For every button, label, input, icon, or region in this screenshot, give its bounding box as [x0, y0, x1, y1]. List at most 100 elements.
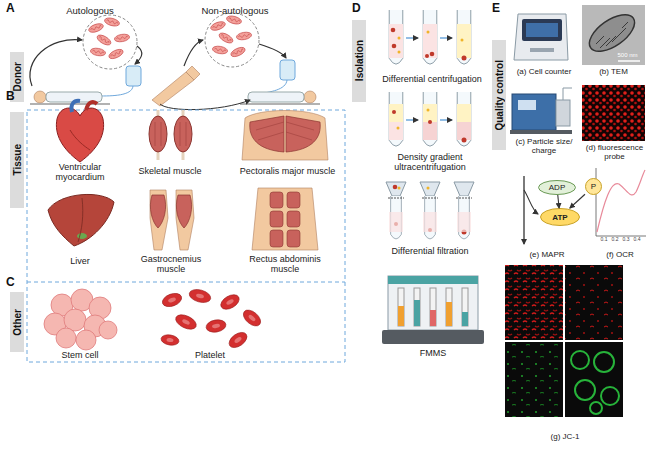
heart-drawing: [70, 130, 90, 150]
cell-counter-device: [514, 14, 568, 60]
platelet-drawing: [234, 336, 243, 344]
donor-illustration: [218, 31, 235, 45]
fluorescence-image: [582, 85, 645, 141]
jc1-image: [505, 265, 563, 340]
heart-drawing: [56, 101, 103, 162]
gastrocnemius-drawing: [176, 190, 194, 250]
stem-cell-drawing: [56, 328, 76, 348]
caption-label: Differential centrifugation: [368, 74, 496, 84]
panel-letter: C: [6, 276, 22, 290]
fmms-device: [446, 302, 452, 326]
donor-illustration: [160, 100, 250, 110]
jc1-image: [565, 265, 623, 340]
reaction-arrow: [558, 195, 559, 208]
gradient-tubes: [397, 127, 400, 130]
jc1-image: [575, 380, 595, 400]
gradient-tubes: [457, 104, 471, 122]
fmms-device: [430, 288, 436, 326]
platelet-drawing: [160, 334, 179, 347]
fmms-device: [388, 276, 478, 330]
stem-cell-drawing: [76, 330, 96, 350]
rectus-abdominis-drawing: [252, 188, 318, 250]
donor-illustration: [212, 45, 228, 55]
section-bar: Quality control: [492, 40, 506, 150]
donor-illustration: [98, 86, 133, 96]
fmms-device: [388, 276, 478, 284]
jc1-image: [505, 265, 563, 340]
fmms-device: [446, 288, 452, 326]
gradient-tubes: [389, 104, 403, 122]
heart-drawing: [56, 108, 103, 162]
section-bar: Tissue: [10, 112, 24, 208]
centrifugation-tubes: [391, 28, 396, 33]
caption-label: Platelet: [175, 350, 245, 360]
dashed-frame: [27, 282, 345, 283]
cell-counter-device: [522, 19, 562, 41]
caption-label: (g) JC-1: [534, 432, 596, 441]
axis-tick: 0.2: [608, 237, 622, 243]
gradient-tubes: [423, 92, 437, 146]
panel-letter: E: [492, 2, 508, 16]
platelet-drawing: [226, 329, 249, 350]
donor-illustration: [90, 47, 106, 57]
donor-illustration: [104, 17, 121, 28]
caption-label: (c) Particle size/ charge: [505, 137, 583, 155]
panel-letter: D: [352, 2, 368, 16]
filtration-tubes: [393, 185, 398, 190]
fmms-device: [398, 306, 404, 326]
tem-image: [596, 22, 628, 48]
pectoralis-drawing: [256, 122, 314, 140]
rectus-abdominis-drawing: [270, 211, 283, 227]
tem-image: [618, 60, 640, 62]
platelet-drawing: [166, 337, 174, 342]
caption-label: (f) OCR: [592, 250, 648, 259]
mapr-arrow: [523, 176, 524, 244]
stem-cell-drawing: [99, 321, 117, 339]
mapr-arrow: [524, 190, 538, 214]
skeletal-muscle-drawing: [155, 122, 186, 146]
centrifugation-tubes: [398, 51, 401, 54]
fmms-device: [430, 310, 436, 326]
donor-illustration: [186, 66, 200, 80]
tem-image: [582, 5, 645, 65]
gastrocnemius-drawing: [150, 195, 165, 228]
donor-illustration: [240, 103, 320, 105]
rectus-abdominis-drawing: [287, 230, 300, 247]
caption-label: Stem cell: [45, 350, 115, 360]
caption-label: Rectus abdominis muscle: [245, 254, 325, 275]
gastrocnemius-drawing: [176, 195, 191, 228]
centrifugation-tubes: [423, 10, 437, 64]
atp-oval: ATP: [540, 208, 580, 226]
stem-cell-drawing: [44, 289, 117, 350]
gradient-tubes: [389, 122, 403, 140]
platelet-drawing: [218, 292, 241, 312]
gradient-tubes: [423, 104, 437, 122]
liver-drawing: [77, 233, 87, 239]
centrifugation-tubes: [392, 44, 397, 49]
fmms-device: [462, 312, 468, 326]
caption-label: (a) Cell counter: [505, 67, 583, 76]
pectoralis-drawing: [242, 111, 328, 161]
donor-illustration: [210, 20, 227, 32]
fmms-device: [382, 276, 484, 344]
donor-illustration: [30, 40, 82, 86]
centrifugation-tubes: [389, 24, 403, 58]
filtration-tubes: [420, 182, 440, 196]
caption-label: Differential filtration: [375, 246, 485, 256]
filtration-tubes: [454, 182, 474, 196]
fmms-device: [398, 288, 404, 326]
fluorescence-image: [582, 85, 645, 141]
rectus-abdominis-drawing: [287, 211, 300, 227]
filtration-tubes: [457, 212, 471, 232]
caption-label: (e) MAPR: [512, 250, 582, 259]
node-text: Quality control: [494, 60, 505, 131]
platelet-drawing: [205, 318, 227, 333]
donor-illustration: [152, 72, 194, 106]
gastrocnemius-drawing: [150, 190, 194, 250]
donor-illustration: [280, 60, 295, 80]
jc1-image: [505, 342, 563, 417]
centrifugation-tubes: [389, 10, 471, 64]
particle-analyzer-device: [512, 94, 556, 130]
node-text: Other: [12, 309, 23, 336]
